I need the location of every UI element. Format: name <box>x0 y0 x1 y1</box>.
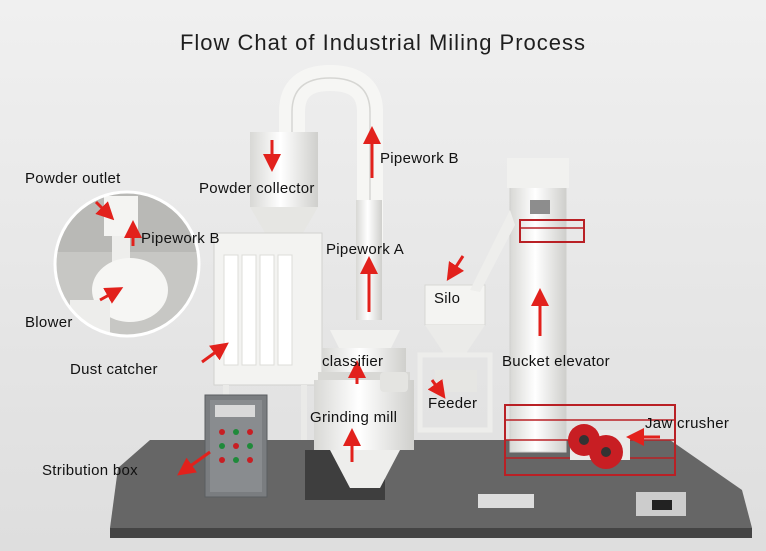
label-jaw-crusher: Jaw crusher <box>645 415 730 432</box>
arrow-dust-catcher <box>201 342 229 364</box>
label-blower: Blower <box>25 314 73 331</box>
label-grinding-mill: Grinding mill <box>310 409 398 426</box>
silo-feeder <box>417 284 493 433</box>
label-stribution-box: Stribution box <box>42 462 138 479</box>
flow-arrows <box>94 126 660 476</box>
dust-catcher <box>213 232 323 440</box>
nameplate <box>478 494 534 508</box>
arrow-silo <box>446 255 465 282</box>
arrow-blower <box>99 287 124 304</box>
arrow-stribution-box <box>177 450 211 476</box>
label-pipework-b-inset: Pipework B <box>141 230 220 247</box>
label-silo: Silo <box>434 290 461 307</box>
label-powder-outlet: Powder outlet <box>25 170 121 187</box>
base-platform <box>110 440 752 538</box>
label-feeder: Feeder <box>428 395 478 412</box>
label-dust-catcher: Dust catcher <box>70 361 158 378</box>
label-bucket-elevator: Bucket elevator <box>502 353 610 370</box>
bucket-elevator <box>470 158 585 453</box>
label-classifier: classifier <box>322 353 384 370</box>
label-pipework-a: Pipework A <box>326 241 405 258</box>
distribution-box <box>204 394 268 498</box>
arrow-powder-outlet <box>94 200 115 221</box>
label-pipework-b: Pipework B <box>380 150 459 167</box>
label-powder-collector: Powder collector <box>199 180 315 197</box>
diagram-title: Flow Chat of Industrial Miling Process <box>179 30 587 55</box>
jaw-crusher <box>504 404 676 476</box>
arrow-feeder <box>427 379 446 399</box>
